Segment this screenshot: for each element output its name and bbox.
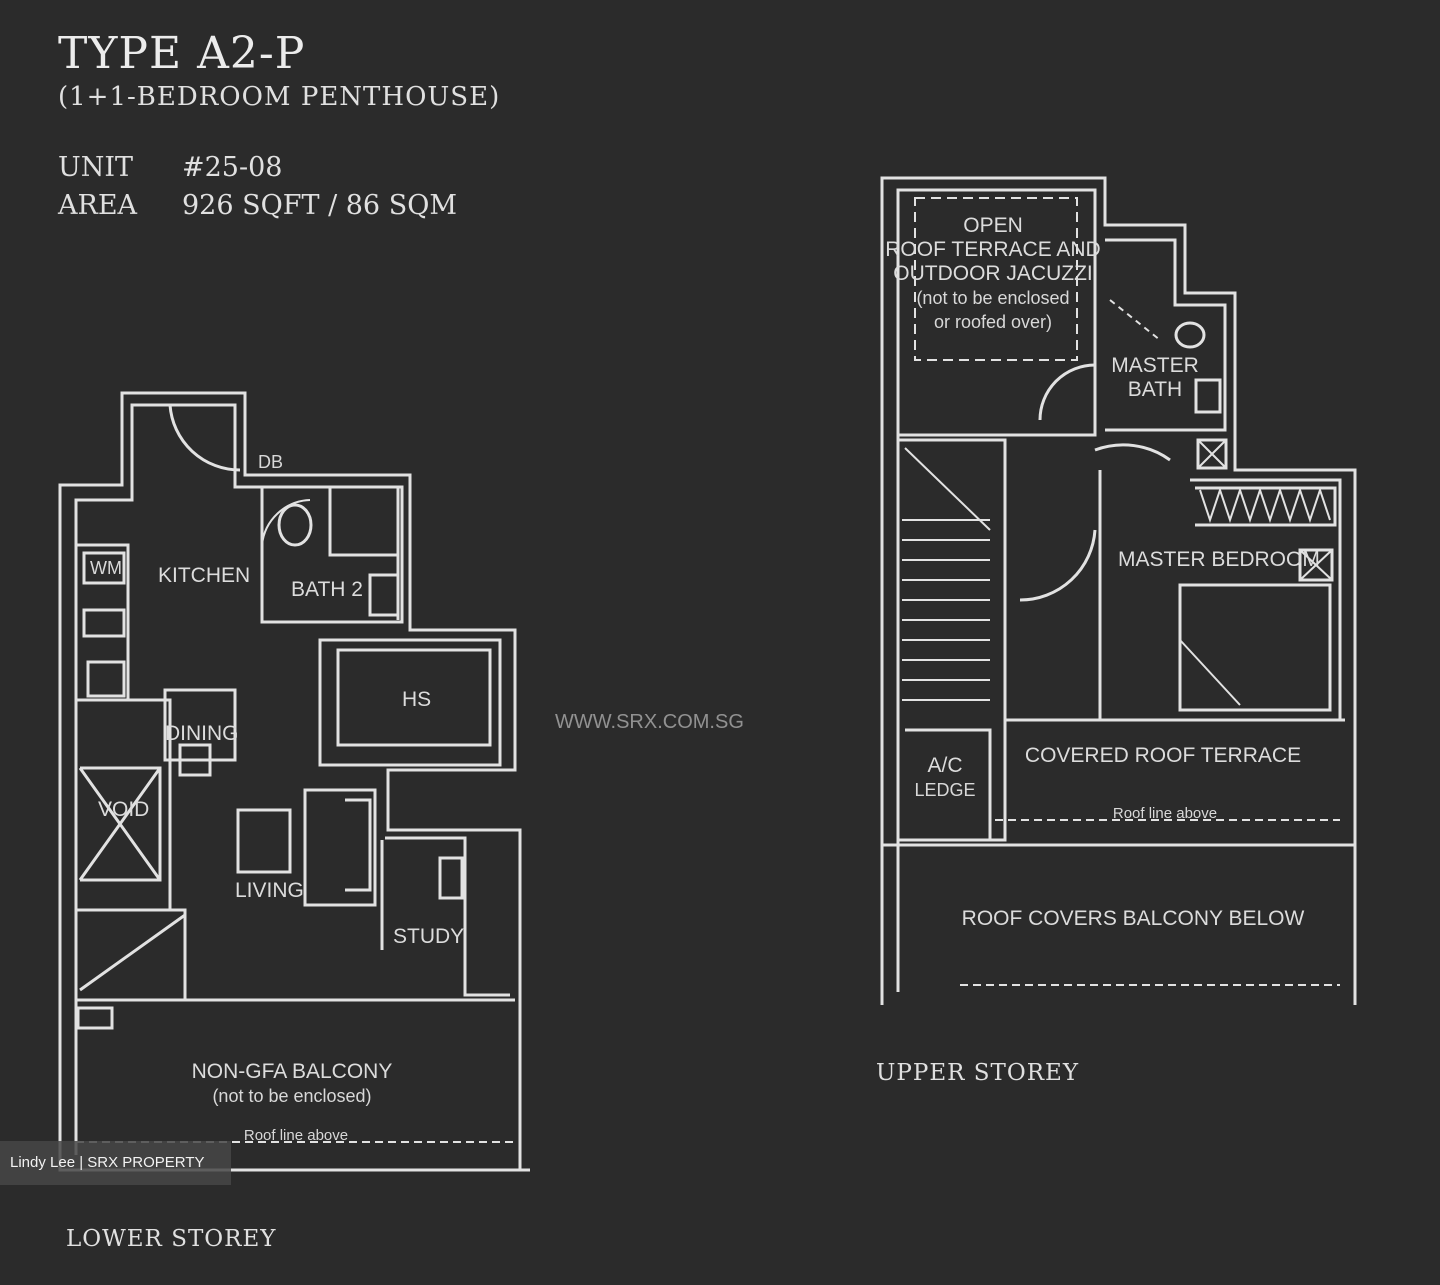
room-label-roof-covers-balcony: ROOF COVERS BALCONY BELOW (962, 907, 1305, 930)
room-label-master-bath-1: MASTER (1111, 354, 1199, 377)
room-label-balcony: NON-GFA BALCONY (192, 1060, 393, 1083)
upper-storey-label: UPPER STOREY (876, 1060, 1079, 1086)
upper-storey-walls (880, 176, 1357, 1005)
plan-title: TYPE A2-P (58, 28, 306, 79)
lower-roofline-note: Roof line above (244, 1127, 348, 1144)
room-label-ledge: LEDGE (914, 780, 975, 800)
area-label: AREA (58, 190, 138, 221)
room-label-hs: HS (402, 688, 431, 711)
room-label-wm: WM (90, 558, 122, 578)
open-terrace-note-2: or roofed over) (934, 312, 1052, 332)
photo-credit: Lindy Lee | SRX PROPERTY (0, 1141, 231, 1185)
upper-roofline-note: Roof line above (1113, 805, 1217, 822)
room-label-living: LIVING (235, 879, 304, 902)
open-terrace-note-1: (not to be enclosed (916, 288, 1069, 308)
room-label-master-bath-2: BATH (1128, 378, 1182, 401)
room-label-void: VOID (98, 798, 149, 821)
room-label-bath2: BATH 2 (291, 578, 363, 601)
room-label-ac: A/C (927, 754, 962, 777)
area-value: 926 SQFT / 86 SQM (182, 190, 457, 221)
room-label-kitchen: KITCHEN (158, 564, 250, 587)
area-row: AREA 926 SQFT / 86 SQM (58, 190, 457, 221)
room-label-roof-terrace: ROOF TERRACE AND (885, 238, 1100, 261)
unit-label: UNIT (58, 152, 134, 183)
lower-storey-label: LOWER STOREY (66, 1226, 277, 1252)
room-label-open: OPEN (963, 214, 1023, 237)
room-label-dining: DINING (165, 722, 239, 745)
unit-value: #25-08 (182, 152, 283, 183)
plan-subtitle: (1+1-BEDROOM PENTHOUSE) (58, 82, 501, 112)
room-label-db: DB (258, 452, 283, 472)
room-label-jacuzzi: OUTDOOR JACUZZI (893, 262, 1093, 285)
unit-row: UNIT #25-08 (58, 152, 282, 183)
lower-storey-walls (58, 391, 530, 1172)
room-label-study: STUDY (393, 925, 464, 948)
watermark-text: WWW.SRX.COM.SG (555, 711, 744, 733)
room-label-covered-terrace: COVERED ROOF TERRACE (1025, 744, 1301, 767)
balcony-note: (not to be enclosed) (212, 1086, 371, 1106)
room-label-master-bedroom: MASTER BEDROOM (1118, 548, 1320, 571)
